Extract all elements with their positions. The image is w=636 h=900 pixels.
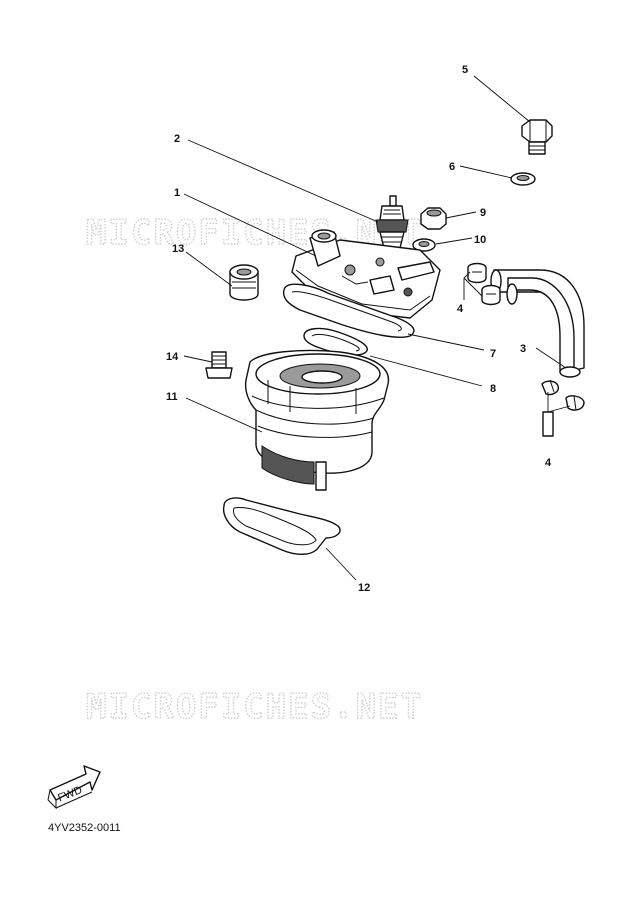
part-9-nut bbox=[420, 207, 447, 230]
part-4-clamps-upper bbox=[467, 262, 501, 306]
part-5-bolt bbox=[521, 119, 553, 155]
part-12-base-gasket bbox=[222, 497, 341, 555]
callout-11: 11 bbox=[166, 391, 178, 403]
leader-lines bbox=[183, 75, 571, 581]
callout-2: 2 bbox=[174, 133, 180, 145]
callout-6: 6 bbox=[449, 161, 455, 173]
part-13-thermostat bbox=[229, 264, 259, 301]
callout-12: 12 bbox=[358, 582, 370, 594]
callout-4-upper: 4 bbox=[457, 303, 464, 315]
callout-7: 7 bbox=[490, 348, 496, 360]
part-8-o-ring bbox=[303, 327, 368, 356]
part-7-head-gasket bbox=[282, 283, 415, 338]
callout-13: 13 bbox=[172, 243, 184, 255]
part-11-cylinder bbox=[244, 349, 390, 491]
callout-5: 5 bbox=[462, 64, 468, 76]
part-2-spark-plug bbox=[375, 195, 409, 249]
callout-1: 1 bbox=[174, 187, 180, 199]
callout-9: 9 bbox=[480, 207, 486, 219]
part-10-washer bbox=[412, 238, 436, 252]
part-1-cylinder-head bbox=[291, 229, 441, 319]
part-14-bolt bbox=[205, 351, 233, 379]
diagram-code: 4YV2352-0011 bbox=[48, 822, 121, 834]
callout-8: 8 bbox=[490, 383, 496, 395]
fwd-arrow-icon: FWD bbox=[47, 765, 101, 810]
part-6-washer bbox=[510, 172, 536, 186]
part-4-clamps-lower bbox=[541, 379, 585, 411]
watermark-bottom: MICROFICHES.NET bbox=[86, 687, 423, 727]
callout-10: 10 bbox=[474, 234, 486, 246]
callout-14: 14 bbox=[166, 351, 179, 363]
part-3-hose bbox=[490, 269, 585, 378]
callout-4-lower: 4 bbox=[545, 457, 552, 469]
callout-3: 3 bbox=[520, 343, 526, 355]
